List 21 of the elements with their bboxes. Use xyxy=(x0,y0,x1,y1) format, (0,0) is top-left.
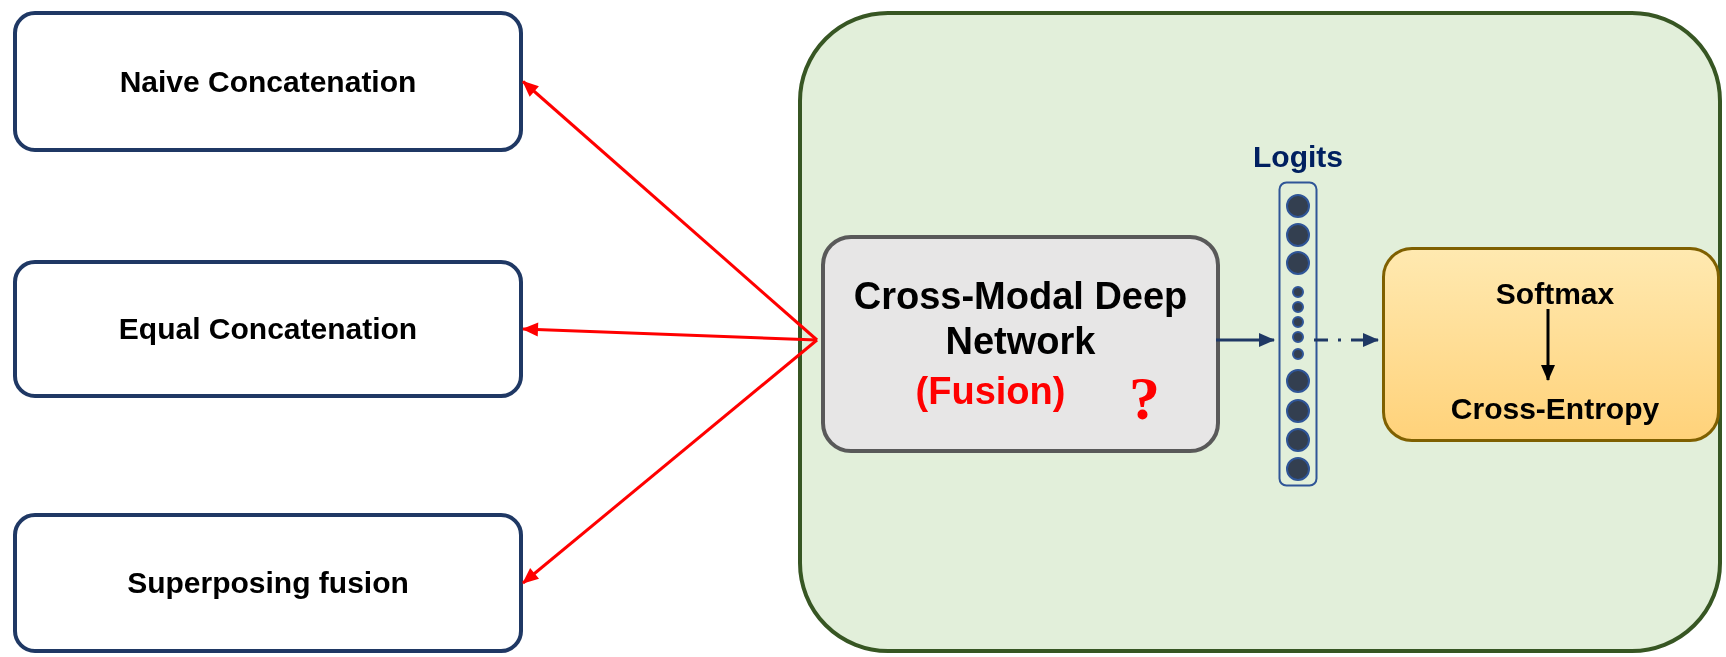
node-label: (Fusion) xyxy=(915,368,1066,414)
node-label: Equal Concatenation xyxy=(118,311,418,347)
arrow xyxy=(1541,309,1555,381)
output-box xyxy=(1382,247,1720,442)
container-panel xyxy=(798,11,1722,653)
arrow xyxy=(522,322,818,342)
arrow xyxy=(522,80,818,342)
node-label: Logits xyxy=(1253,139,1343,175)
arrow xyxy=(522,338,818,585)
network-box xyxy=(821,235,1220,453)
node-label: Naive Concatenation xyxy=(119,63,417,100)
arrow xyxy=(1216,333,1275,347)
node-label: Cross-Modal Deep Network xyxy=(852,273,1189,365)
node-label: Cross-Entropy xyxy=(1450,391,1660,427)
dashed-arrow xyxy=(1314,333,1379,347)
method-box xyxy=(13,513,523,653)
node-label: Softmax xyxy=(1495,276,1615,312)
question-mark: ? xyxy=(1129,367,1160,429)
node-label: Superposing fusion xyxy=(127,565,409,601)
method-box xyxy=(13,11,523,152)
method-box xyxy=(13,260,523,398)
